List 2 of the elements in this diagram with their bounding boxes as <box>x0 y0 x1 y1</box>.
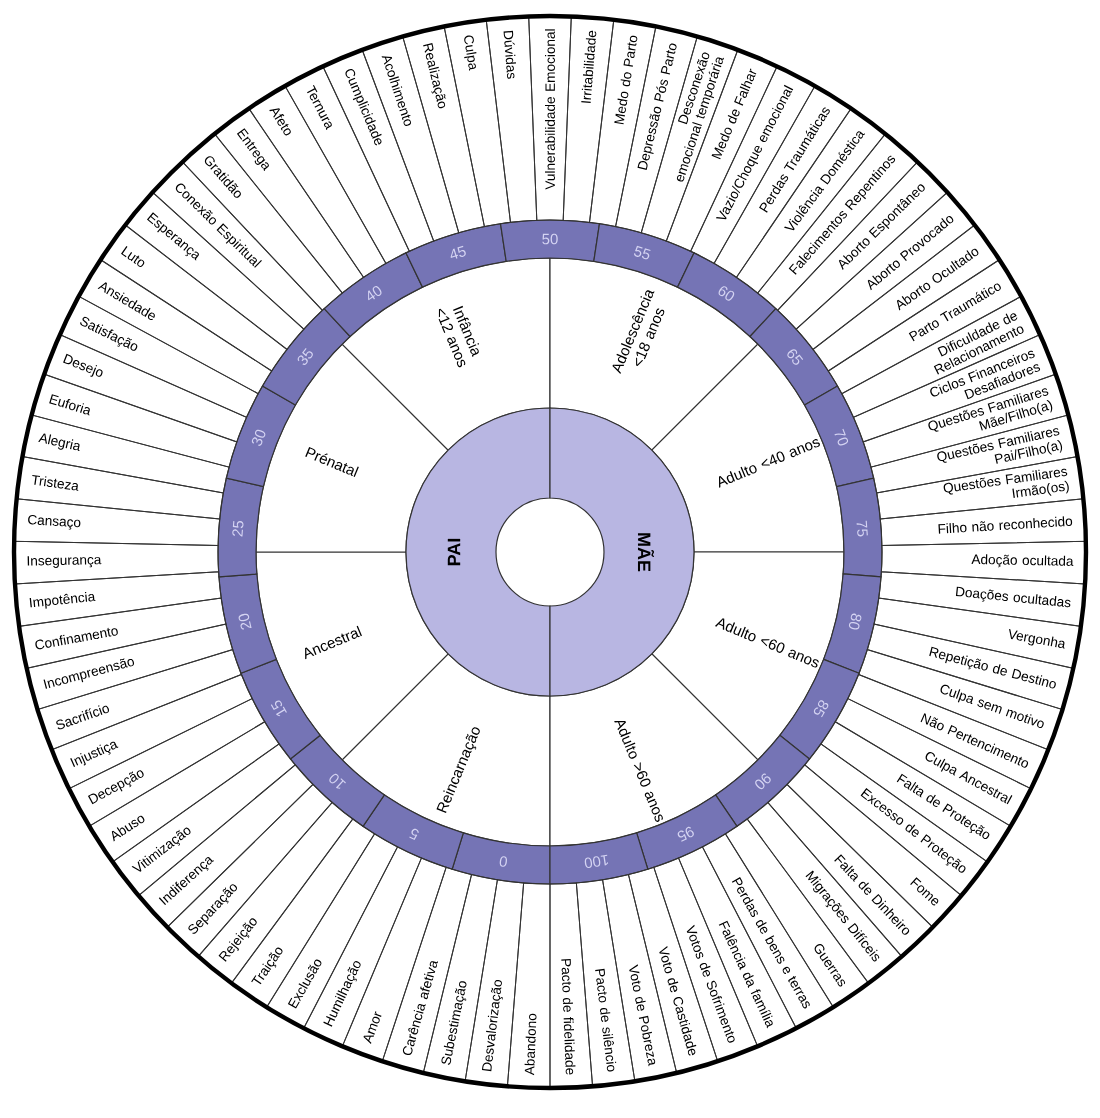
parent-half-ring: MÃE <box>549 407 695 697</box>
parent-half-ring: PAI <box>405 407 551 697</box>
